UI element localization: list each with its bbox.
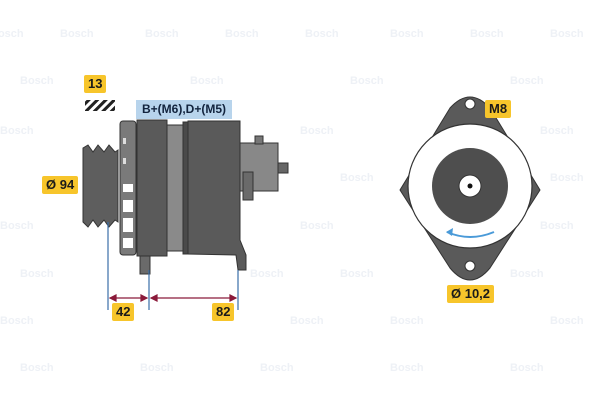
side-view [82,119,289,275]
watermark: Bosch [60,28,94,40]
watermark: Bosch [300,220,334,232]
watermark: Bosch [510,75,544,87]
watermark: Bosch [540,125,574,137]
watermark: Bosch [0,28,24,40]
pulley-diameter-label: Ø 94 [42,176,79,194]
watermark: Bosch [510,268,544,280]
dimension-lines [108,294,238,302]
connections-label: B+(M6),D+(M5) [136,100,233,119]
front-view [399,96,541,281]
watermark: Bosch [300,125,334,137]
watermark: Bosch [305,28,339,40]
watermark: Bosch [350,75,384,87]
hatch-icon [85,100,115,111]
watermark: Bosch [510,362,544,374]
watermark: Bosch [225,28,259,40]
hole-diameter-label: Ø 10,2 [447,285,495,303]
watermark: Bosch [470,28,504,40]
watermark: Bosch [0,220,34,232]
watermark: Bosch [145,28,179,40]
watermark: Bosch [0,125,34,137]
watermark: Bosch [390,315,424,327]
watermark: Bosch [550,315,584,327]
watermark: Bosch [20,362,54,374]
watermark: Bosch [20,75,54,87]
watermark: Bosch [550,172,584,184]
watermark: Bosch [550,28,584,40]
watermark: Bosch [20,268,54,280]
watermark: Bosch [190,75,224,87]
pulley [82,144,119,228]
watermark: Bosch [260,362,294,374]
watermark: Bosch [340,172,374,184]
watermark: Bosch [340,268,374,280]
dimension-82-label: 82 [212,303,235,321]
watermark: Bosch [540,220,574,232]
watermark: Bosch [140,362,174,374]
watermark: Bosch [290,315,324,327]
pulley-grooves-label: 13 [84,75,107,93]
watermark: Bosch [0,315,34,327]
dimension-42-label: 42 [112,303,135,321]
watermark: Bosch [390,362,424,374]
watermark: Bosch [390,28,424,40]
watermark: Bosch [250,268,284,280]
thread-label: M8 [485,100,512,118]
